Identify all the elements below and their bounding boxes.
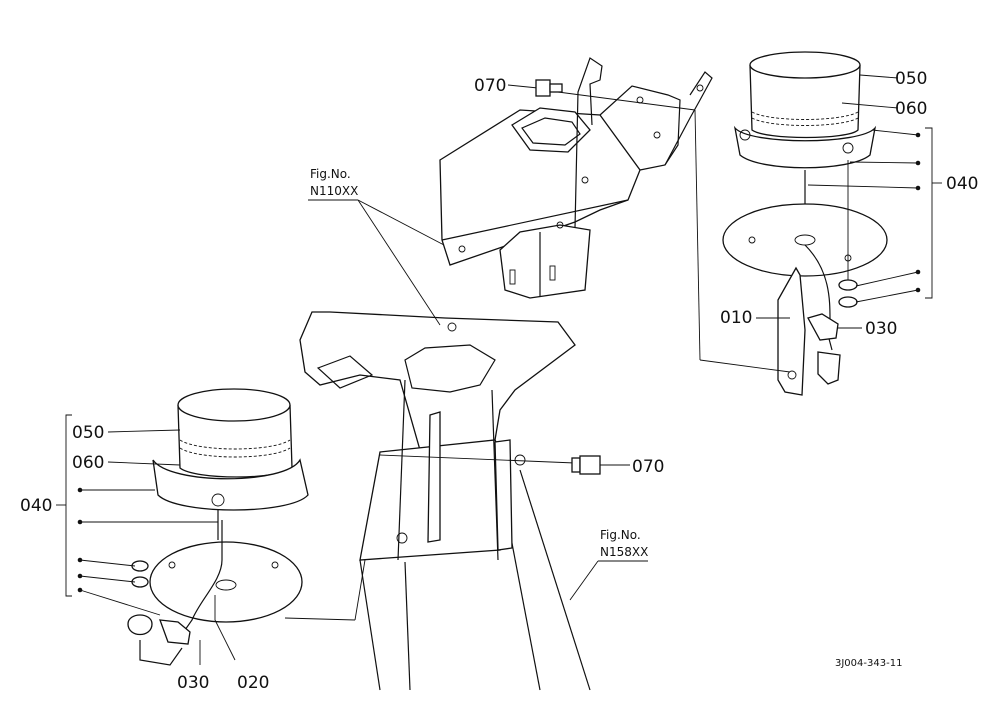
callout-050-top: 050 bbox=[895, 69, 927, 89]
fig-ref-1-line2: N110XX bbox=[310, 184, 358, 198]
callout-040-top: 040 bbox=[946, 174, 978, 194]
callout-050-left: 050 bbox=[72, 423, 104, 443]
bolt-070-mid bbox=[571, 455, 601, 475]
callout-070-top: 070 bbox=[474, 76, 506, 96]
left-beacon-assembly bbox=[127, 388, 309, 666]
callout-060-top: 060 bbox=[895, 99, 927, 119]
callout-040-left: 040 bbox=[20, 496, 52, 516]
lower-frame-assembly bbox=[299, 311, 591, 691]
callout-030-bottom: 030 bbox=[177, 673, 209, 693]
callout-020-bottom: 020 bbox=[237, 673, 269, 693]
callout-070-mid: 070 bbox=[632, 457, 664, 477]
upper-frame-assembly bbox=[439, 57, 713, 299]
figure-references: Fig.No. N110XX Fig.No. N158XX bbox=[310, 167, 648, 559]
bolt-070-top bbox=[535, 79, 563, 97]
fig-ref-2-line2: N158XX bbox=[600, 545, 648, 559]
fig-ref-2-line1: Fig.No. bbox=[600, 528, 641, 542]
callout-labels: 070 050 060 040 010 030 070 050 060 040 … bbox=[20, 69, 978, 693]
leader-lines bbox=[56, 74, 942, 665]
fig-ref-1-line1: Fig.No. bbox=[310, 167, 351, 181]
leader-dots bbox=[77, 132, 921, 593]
callout-010-top: 010 bbox=[720, 308, 752, 328]
drawing-number: 3J004-343-11 bbox=[835, 658, 902, 669]
top-beacon-assembly bbox=[722, 51, 888, 396]
callout-030-top: 030 bbox=[865, 319, 897, 339]
callout-060-left: 060 bbox=[72, 453, 104, 473]
